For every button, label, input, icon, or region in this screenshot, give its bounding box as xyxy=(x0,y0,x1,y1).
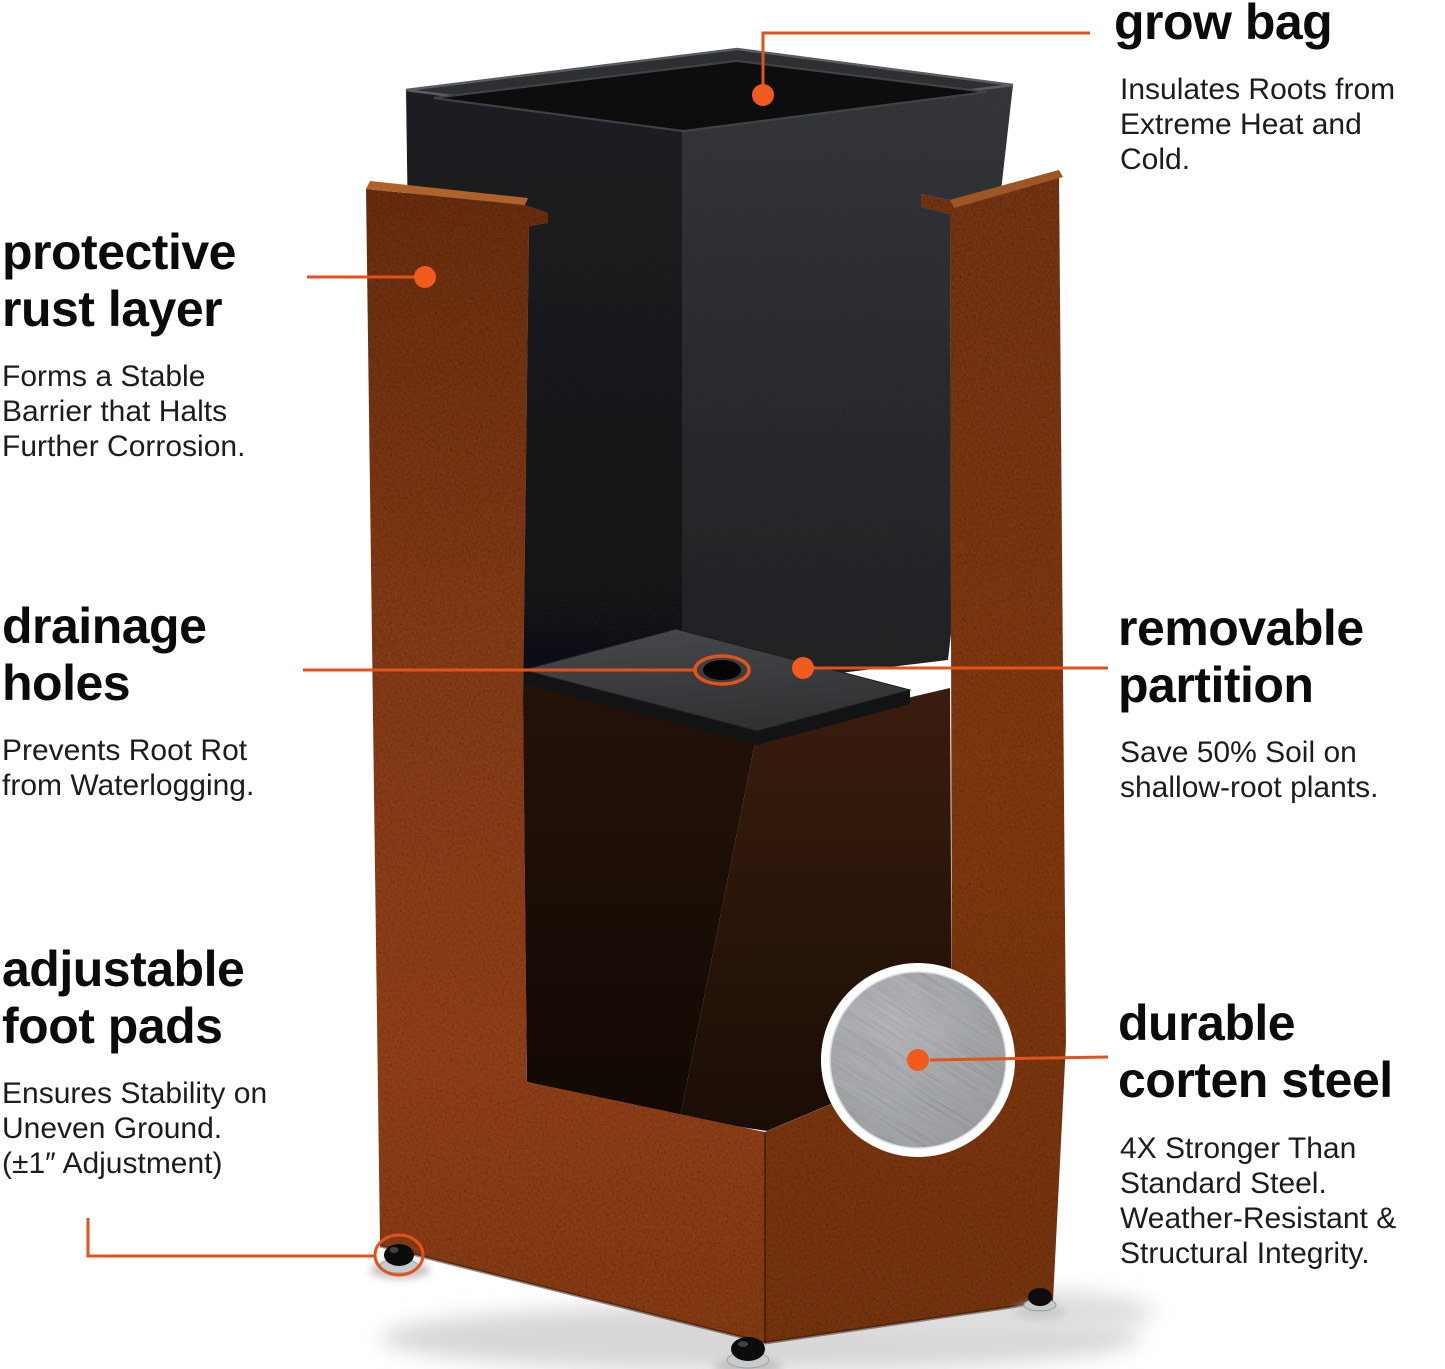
base-bottom-edge xyxy=(379,1244,1054,1345)
callout-protective-rust-layer-description: Forms a Stable Barrier that Halts Furthe… xyxy=(2,360,246,463)
foot-pad-right xyxy=(1023,1288,1057,1312)
drainage-hole-ring xyxy=(693,654,751,686)
callout-adjustable-foot-pads-title: adjustable foot pads xyxy=(2,941,245,1054)
callout-adjustable-foot-pads-description: Ensures Stability on Uneven Ground. (±1″… xyxy=(2,1077,268,1180)
removable-partition-plate xyxy=(521,628,912,745)
callout-dot-partition xyxy=(792,657,814,679)
callout-dot-protective-rust xyxy=(414,266,436,288)
callout-removable-partition-description: Save 50% Soil on shallow-root plants. xyxy=(1120,736,1379,804)
callout-line-foot-pads xyxy=(86,1218,374,1258)
drainage-hole xyxy=(703,660,741,680)
callout-dot-grow-bag xyxy=(752,84,774,106)
callout-protective-rust-layer-title: protective rust layer xyxy=(2,224,236,337)
right-post-top-edge xyxy=(950,170,1063,208)
grow-bag-right-face xyxy=(682,85,1013,692)
callout-markers xyxy=(86,31,1109,1277)
partition-edge xyxy=(523,670,910,745)
callout-grow-bag-title: grow bag xyxy=(1114,0,1333,50)
callout-line-grow-bag xyxy=(761,31,1090,95)
callout-drainage-holes-description: Prevents Root Rot from Waterlogging. xyxy=(2,734,255,802)
foot-pads xyxy=(370,1244,1066,1369)
partition-top xyxy=(521,628,912,732)
callout-removable-partition-title: removable partition xyxy=(1118,600,1364,713)
callout-line-corten xyxy=(929,1055,1109,1062)
foot-pad-ring xyxy=(373,1233,425,1277)
grow-bag-cavity xyxy=(433,59,987,133)
foot-pad-front xyxy=(726,1337,770,1369)
callout-durable-corten-steel-title: durable corten steel xyxy=(1118,995,1393,1108)
left-post-top-edge xyxy=(366,181,528,205)
planter-left-face xyxy=(366,189,765,1343)
interior-left-wall xyxy=(521,672,757,1118)
callout-drainage-holes-title: drainage holes xyxy=(2,598,207,711)
callout-dots xyxy=(414,84,929,1071)
callout-dot-corten xyxy=(907,1049,929,1071)
callout-durable-corten-steel-description: 4X Stronger Than Standard Steel. Weather… xyxy=(1120,1132,1397,1270)
callout-grow-bag-description: Insulates Roots from Extreme Heat and Co… xyxy=(1120,73,1396,176)
